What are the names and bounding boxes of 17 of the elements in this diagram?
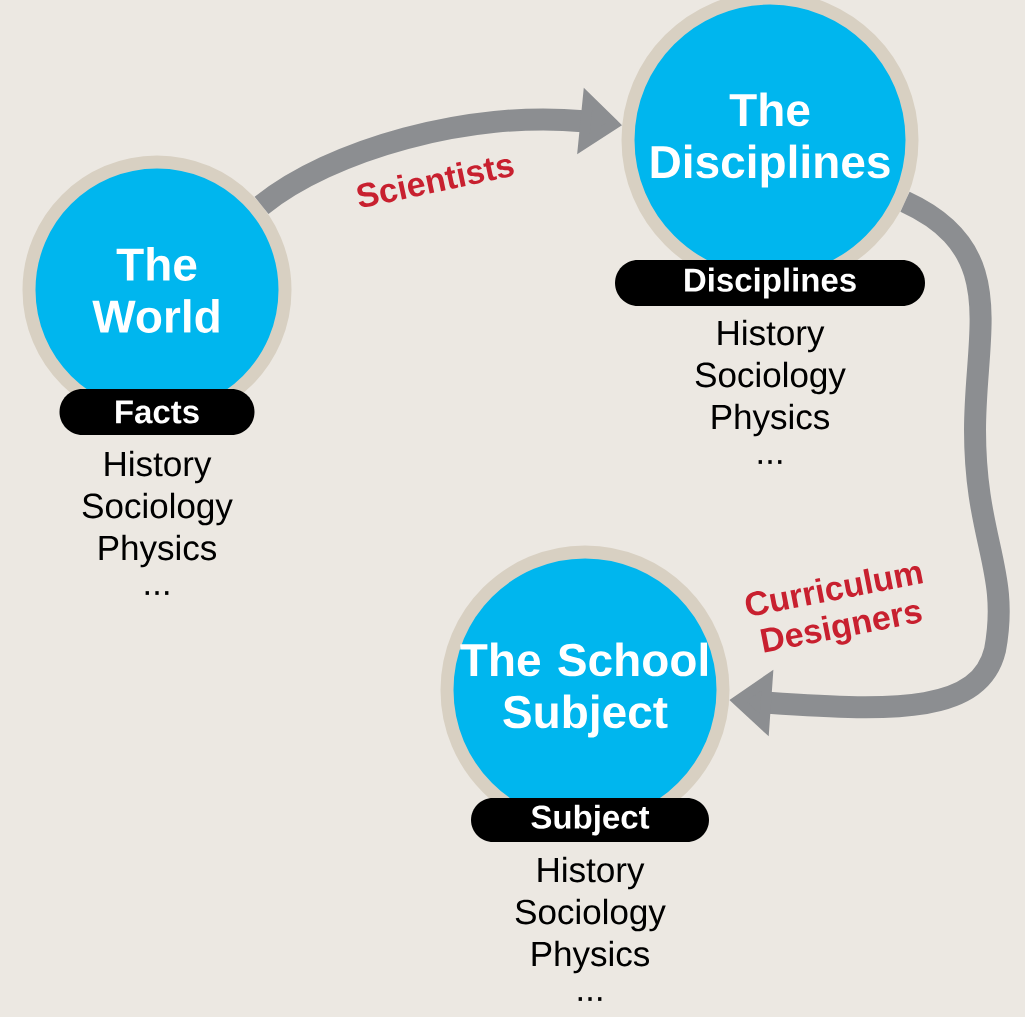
edge-label: Curriculum Designers — [745, 565, 923, 653]
list-item: ... — [578, 997, 602, 1001]
list-item: Sociology — [515, 898, 666, 932]
list-item: Sociology — [82, 492, 233, 526]
list-item: Physics — [712, 403, 829, 437]
edge-label: Scientists — [357, 158, 514, 207]
label-pill: Facts — [59, 389, 255, 435]
list-item: ... — [145, 591, 169, 595]
list-item: History — [105, 450, 212, 484]
list-item: History — [538, 856, 645, 890]
list-item: Physics — [99, 534, 216, 568]
list-item: ... — [758, 460, 782, 464]
list-item: Physics — [532, 940, 649, 974]
list-item: Sociology — [695, 361, 846, 395]
list-item: History — [718, 319, 825, 353]
label-pill: Disciplines — [615, 260, 925, 306]
label-pill: Subject — [471, 798, 709, 842]
